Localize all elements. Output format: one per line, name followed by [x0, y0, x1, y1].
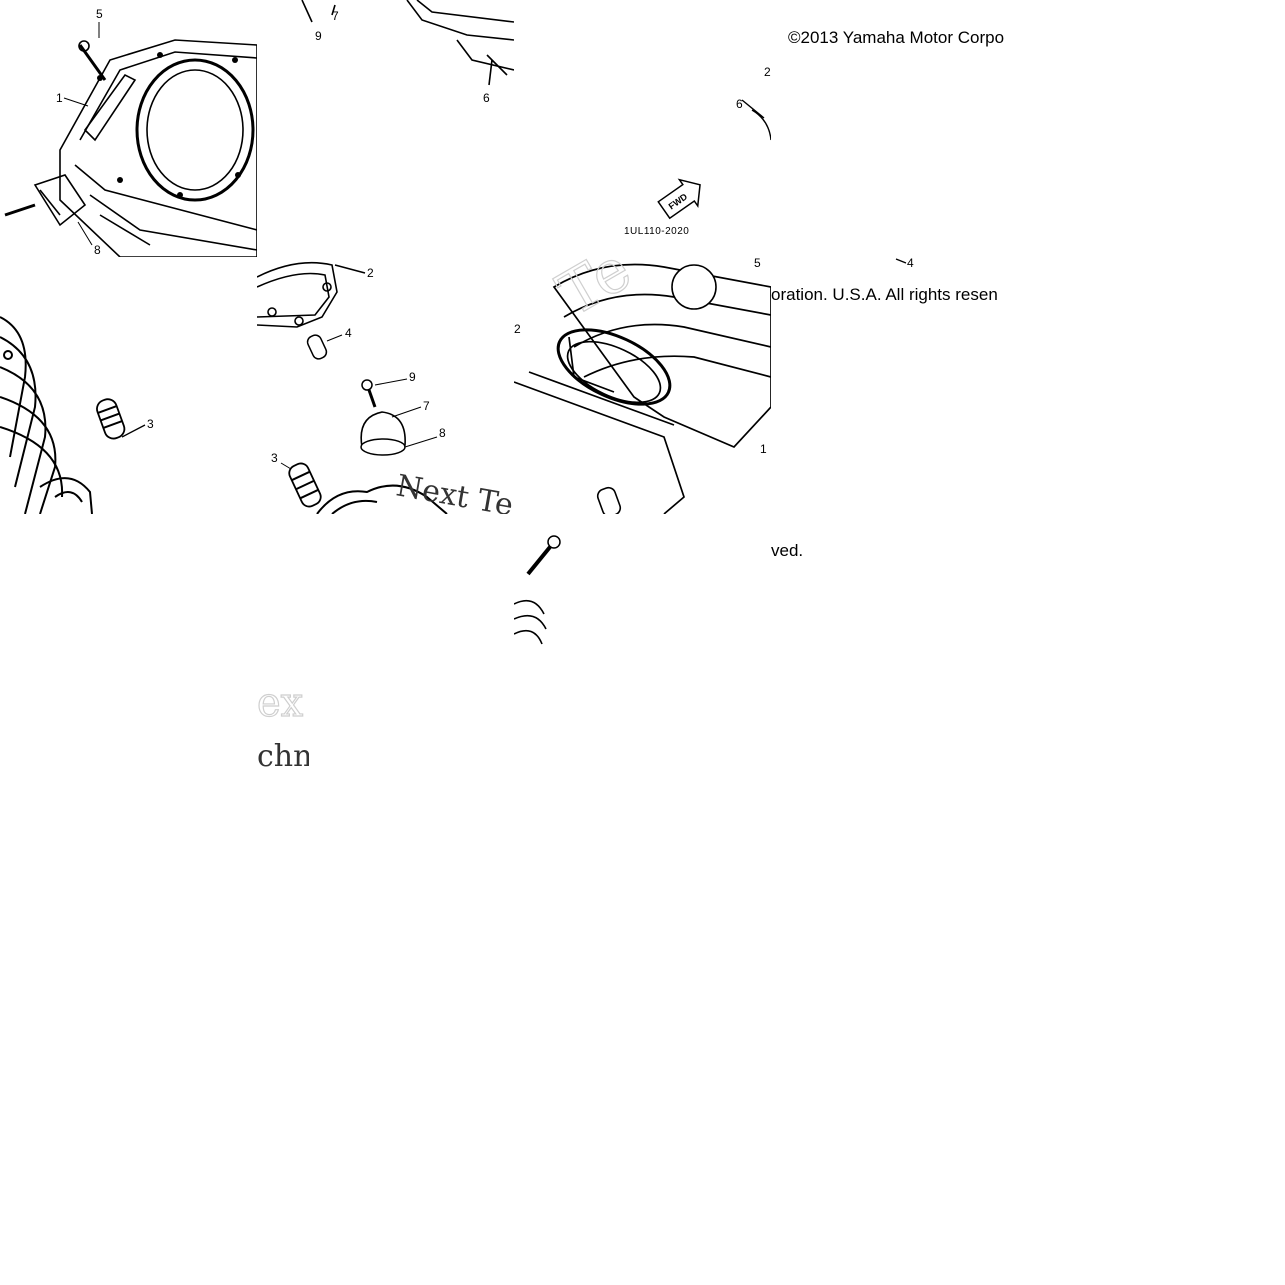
callout-label: 2	[764, 65, 771, 79]
callout-label: 2	[367, 266, 374, 280]
cap-cover-icon	[360, 411, 406, 456]
copyright-line-2: oration. U.S.A. All rights resen	[771, 285, 998, 304]
watermark-text: chn	[257, 739, 309, 774]
cylinder-fins-drawing: 3	[0, 316, 154, 514]
callout-label: 4	[907, 257, 914, 270]
callout-label: 8	[94, 243, 101, 257]
diagram-code: 1UL110-2020	[624, 226, 689, 237]
cylinder-head-drawing: 5 1 8	[4, 7, 257, 257]
fragment-drawing: 4	[895, 257, 914, 270]
cylinder-top-drawing: 9 7 6	[301, 0, 514, 105]
dowel-pin-icon	[596, 486, 622, 514]
callout-label: 3	[147, 417, 154, 431]
copyright-line-1: ©2013 Yamaha Motor Corpo	[788, 28, 1005, 47]
callout-label: 7	[423, 399, 430, 413]
watermark-text: Next Te	[394, 468, 514, 514]
diagram-tile-bolt-fragment	[514, 514, 574, 654]
callout-label: 6	[483, 91, 490, 105]
callout-label: 1	[760, 442, 767, 456]
diagram-tile-right-fragment: 4	[771, 257, 1028, 514]
diagram-tile-cylinder-fins: 3	[0, 257, 257, 514]
callout-label: 9	[315, 29, 322, 43]
dowel-pin-icon	[288, 462, 322, 508]
diagram-tile-top-right: 2 6 FWD 1UL110-2020	[514, 0, 771, 257]
diagram-tile-cylinder-block: 5 2 1 Te	[514, 257, 771, 514]
fwd-arrow-icon: FWD	[657, 178, 701, 220]
copyright-line-3: ved.	[771, 541, 804, 560]
bolt-icon	[526, 535, 561, 576]
callout-label: 8	[439, 426, 446, 440]
callout-label: 9	[409, 370, 416, 384]
callout-label: 5	[96, 7, 103, 21]
dowel-pin-icon	[96, 398, 126, 440]
diagram-tile-top-middle: 9 7 6	[257, 0, 514, 257]
cylinder-block-drawing: 5 2 1 Te	[514, 257, 771, 514]
callout-label: 1	[56, 91, 63, 105]
callout-label: 5	[754, 257, 761, 270]
watermark-drawing: ex chn	[257, 679, 309, 774]
callout-label: 2	[514, 322, 521, 336]
bolt-icon	[361, 379, 377, 408]
diagram-tile-watermark-fragment: ex chn	[257, 660, 309, 780]
diagram-tile-gasket-parts: 2 4 9 7 8 3 Next Te	[257, 257, 514, 514]
callout-label: 3	[271, 451, 278, 465]
fwd-area-drawing: 2 6 FWD 1UL110-2020	[624, 65, 771, 237]
watermark-text: Te	[547, 257, 643, 330]
callout-label: 7	[332, 9, 339, 23]
diagram-tile-cylinder-head: 5 1 8	[0, 0, 257, 257]
callout-label: 6	[736, 97, 743, 111]
gasket-parts-drawing: 2 4 9 7 8 3 Next Te	[257, 261, 514, 514]
callout-label: 4	[345, 326, 352, 340]
bolt-fragment-drawing	[514, 535, 561, 645]
watermark-text: ex	[257, 680, 304, 726]
dowel-pin-icon	[306, 334, 328, 360]
